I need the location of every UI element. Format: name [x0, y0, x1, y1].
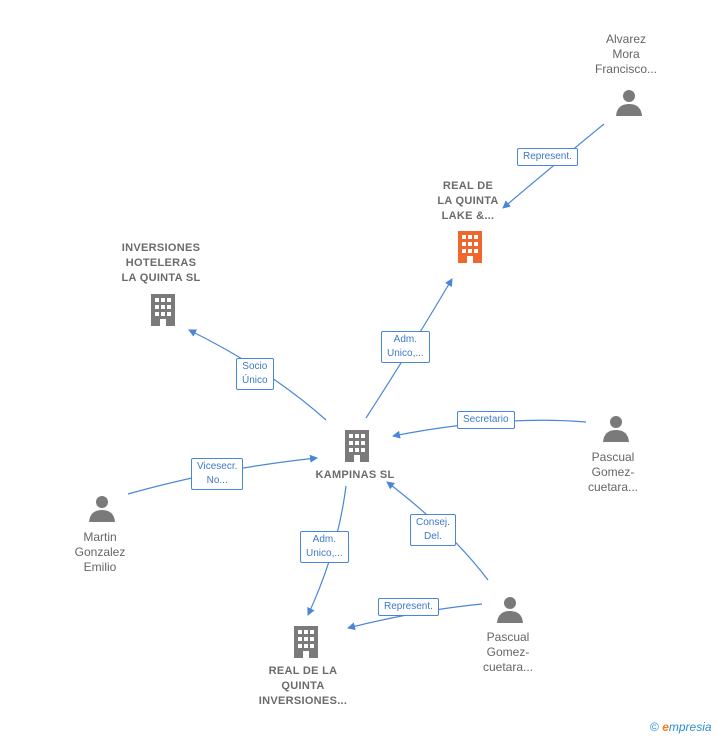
building-icon[interactable] — [290, 624, 322, 660]
edge-label-vicesecr[interactable]: Vicesecr. No... — [191, 458, 244, 490]
node-label-real-quinta-inversiones[interactable]: REAL DE LA QUINTA INVERSIONES... — [258, 665, 348, 707]
copyright-icon: © — [650, 720, 659, 734]
brand-logo-initial: e — [662, 720, 669, 734]
brand-logo-text: mpresia — [668, 720, 712, 734]
node-label-inversiones-hoteleras[interactable]: INVERSIONES HOTELERAS LA QUINTA SL — [121, 242, 201, 284]
node-label-real-quinta-lake[interactable]: REAL DE LA QUINTA LAKE &... — [437, 180, 499, 222]
building-icon[interactable] — [147, 292, 179, 328]
person-icon[interactable] — [87, 494, 117, 524]
person-icon[interactable] — [601, 414, 631, 444]
node-label-alvarez[interactable]: Alvarez Mora Francisco... — [594, 32, 657, 76]
edge-label-adm-unico-top[interactable]: Adm. Unico,... — [381, 331, 430, 363]
person-icon[interactable] — [614, 88, 644, 118]
edge-label-represent-top[interactable]: Represent. — [517, 148, 578, 166]
edge-label-consej-del[interactable]: Consej. Del. — [410, 514, 456, 546]
node-label-pascual-bottom[interactable]: Pascual Gomez- cuetara... — [482, 630, 534, 674]
edge-label-socio-unico[interactable]: Socio Único — [236, 358, 274, 390]
edge-alvarez-to-real-lake — [502, 123, 605, 209]
node-label-kampinas[interactable]: KAMPINAS SL — [315, 469, 395, 481]
person-icon[interactable] — [495, 595, 525, 625]
building-icon-highlight[interactable] — [454, 229, 486, 265]
edge-label-represent-bottom[interactable]: Represent. — [378, 598, 439, 616]
edge-label-secretario[interactable]: Secretario — [457, 411, 515, 429]
node-label-pascual-right[interactable]: Pascual Gomez- cuetara... — [587, 450, 639, 494]
node-label-martin[interactable]: Martin Gonzalez Emilio — [74, 530, 126, 574]
building-icon[interactable] — [341, 428, 373, 464]
edge-label-adm-unico-bottom[interactable]: Adm. Unico,... — [300, 531, 349, 563]
brand-footer[interactable]: © empresia — [650, 720, 712, 734]
